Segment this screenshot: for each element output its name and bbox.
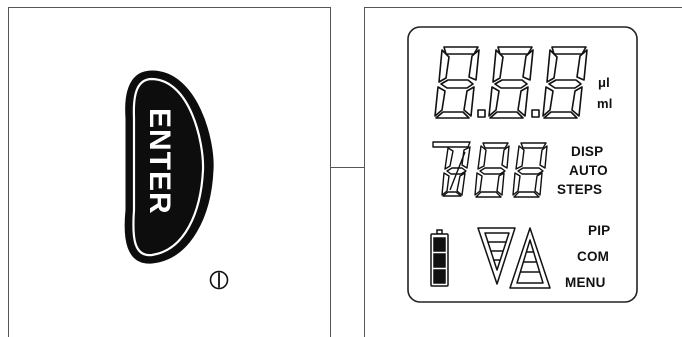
battery-icon [430,229,449,287]
enter-button[interactable]: ENTER [124,70,214,264]
function-menu: MENU [565,275,606,290]
function-com: COM [577,249,610,264]
aspirate-dispense-triangles-icon [477,227,551,289]
unit-milliliter: ml [597,96,613,111]
small-digit-display [432,141,548,198]
mode-auto: AUTO [569,163,608,178]
mode-disp: DISP [571,144,604,159]
connector-line [331,167,364,168]
function-pip: PIP [588,223,611,238]
mode-steps: STEPS [557,182,603,197]
enter-label: ENTER [143,108,176,215]
main-digit-display [434,46,588,119]
power-icon [209,270,229,290]
unit-microliter: μl [598,75,610,90]
device-illustration: ENTER [124,26,638,303]
